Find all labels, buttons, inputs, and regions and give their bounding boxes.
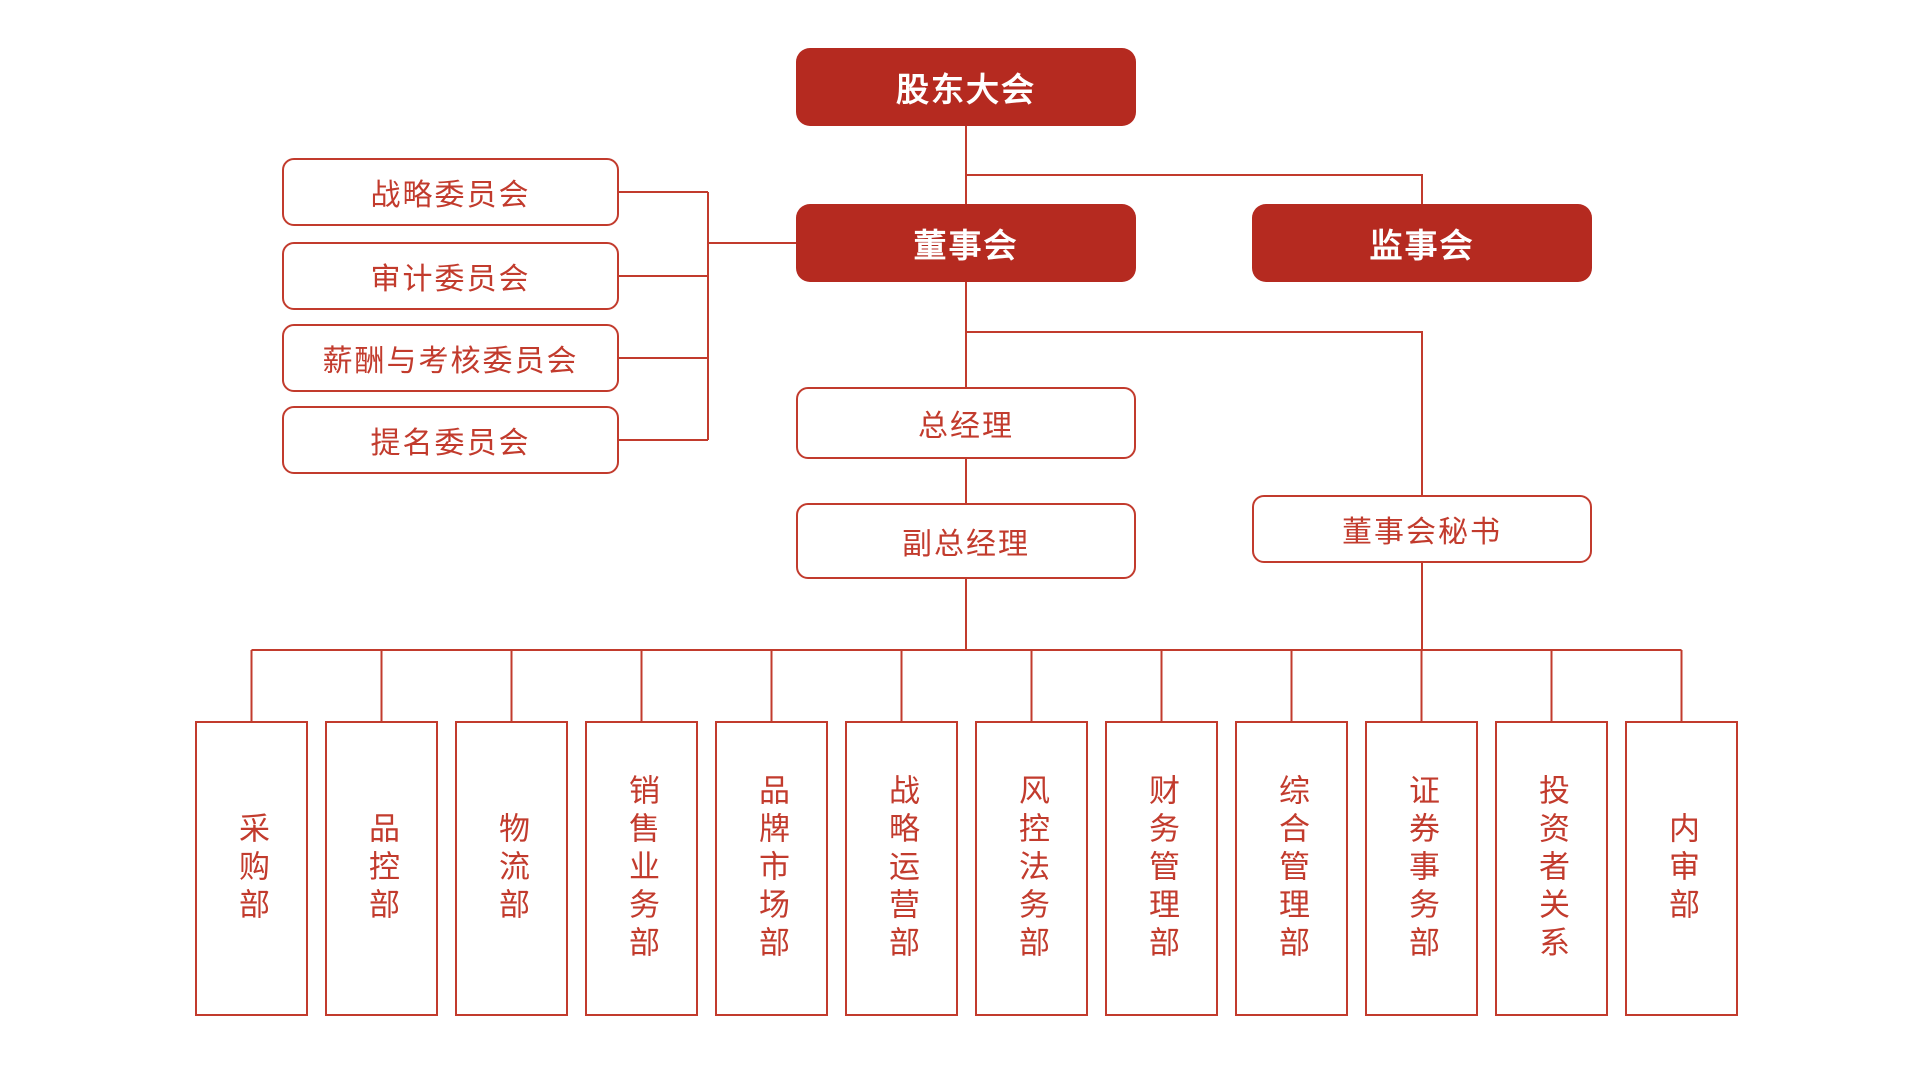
node-nomination-committee: 提名委员会	[282, 406, 619, 474]
department-securities-affairs: 证券事务部	[1365, 721, 1478, 1016]
node-supervisory-board: 监事会	[1252, 204, 1592, 282]
department-internal-audit: 内审部	[1625, 721, 1738, 1016]
department-brand-marketing: 品牌市场部	[715, 721, 828, 1016]
department-risk-control-legal: 风控法务部	[975, 721, 1088, 1016]
committee-bracket-lines	[619, 191, 796, 441]
department-quality-control: 品控部	[325, 721, 438, 1016]
node-remuneration-appraisal-committee: 薪酬与考核委员会	[282, 324, 619, 392]
department-drop-lines	[250, 650, 1683, 721]
department-strategy-operations: 战略运营部	[845, 721, 958, 1016]
node-audit-committee: 审计委员会	[282, 242, 619, 310]
department-sales-business: 销售业务部	[585, 721, 698, 1016]
department-logistics: 物流部	[455, 721, 568, 1016]
connector-shareholders-to-board	[965, 126, 1423, 204]
department-procurement: 采购部	[195, 721, 308, 1016]
node-strategy-committee: 战略委员会	[282, 158, 619, 226]
node-general-manager: 总经理	[796, 387, 1136, 459]
node-board-secretary: 董事会秘书	[1252, 495, 1592, 563]
node-shareholders-meeting: 股东大会	[796, 48, 1136, 126]
department-financial-management: 财务管理部	[1105, 721, 1218, 1016]
department-general-management: 综合管理部	[1235, 721, 1348, 1016]
node-deputy-general-manager: 副总经理	[796, 503, 1136, 579]
connector-board-to-gm-and-secretary	[965, 282, 1423, 495]
node-board-of-directors: 董事会	[796, 204, 1136, 282]
department-investor-relations: 投资者关系	[1495, 721, 1608, 1016]
